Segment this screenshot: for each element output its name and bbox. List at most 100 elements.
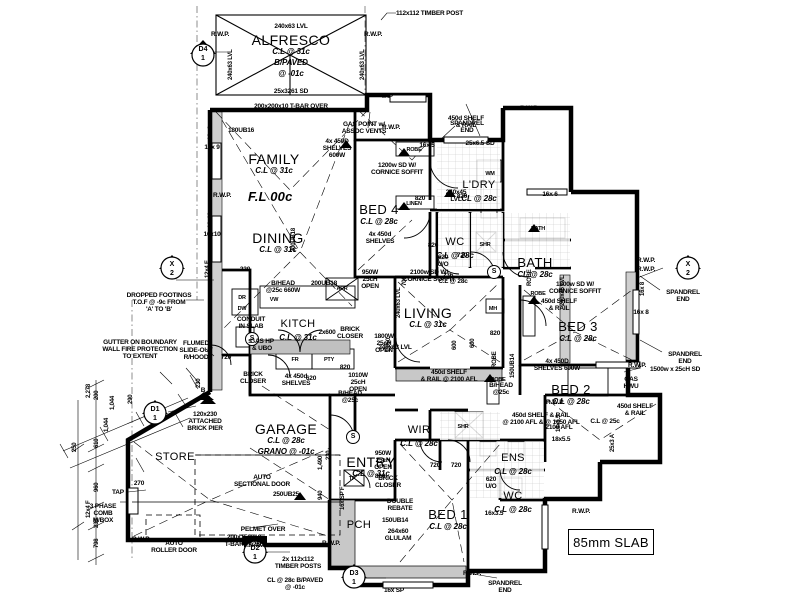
annotation-16x-5-26: 16x 5 bbox=[419, 142, 435, 149]
fixture-label-shr-11: SHR bbox=[457, 424, 469, 430]
annotation-pelmet-over-64: PELMET OVER bbox=[240, 526, 286, 533]
annotation-4x-450d-shelves-22: 4x 450d SHELVES bbox=[365, 231, 395, 245]
smoke-alarm-symbols bbox=[245, 265, 501, 444]
annotation-flumed-slide-out-r-hood-57: FLUMED SLIDE-OUT R/HOOD bbox=[179, 340, 213, 361]
dimension-text-0: 200 bbox=[94, 390, 100, 400]
annotation-2x-112x112-timber-posts-65: 2x 112x112 TIMBER POSTS bbox=[274, 556, 322, 570]
annotation-r-w-p-13: R.W.P. bbox=[628, 362, 647, 369]
ceiling-note-bath: CL @ 28c bbox=[517, 270, 553, 279]
annotation-200x150x10-t-bar-25c-63: 200x150x10 T-BAR @ 25c bbox=[224, 534, 264, 548]
fixture-label-shr-12: SHR bbox=[479, 242, 491, 248]
dimension-text-6: 1,044 bbox=[110, 395, 116, 410]
annotation-450d-shelf-rail-38: 450d SHELF & RAIL bbox=[617, 403, 653, 417]
annotation-c-l-25c-39: C.L @ 25c bbox=[590, 418, 620, 425]
annotation-820-85: 820 bbox=[456, 193, 468, 200]
annotation-450d-shelf-rail-32: 450d SHELF & RAIL bbox=[541, 298, 577, 312]
room-label-bed-2: BED 2 bbox=[551, 382, 591, 397]
vertical-note-8: ROBE bbox=[492, 351, 498, 368]
annotation-1010w-25ch-open-48: 1010W 25cH OPEN bbox=[348, 372, 368, 393]
annotation-112x112-timber-post-0: 112x112 TIMBER POST bbox=[396, 10, 464, 17]
annotation-1200w-sd-w-cornice-soffit-21: 1200w SD W/ CORNICE SOFFIT bbox=[370, 162, 424, 176]
annotation-180ub16-75: 180UB16 bbox=[227, 127, 255, 134]
annotation-2x600-96: 2x600 bbox=[318, 329, 336, 336]
vertical-note-5: 240x63 LVL bbox=[396, 287, 402, 318]
annotation-1500w-x-25ch-sd-35: 1500w x 25cH SD bbox=[650, 366, 701, 373]
room-label-wc-2: WC bbox=[503, 490, 523, 502]
annotation-264x60-glulam-70: 264x60 GLULAM bbox=[384, 528, 412, 542]
vertical-note-11: 600 bbox=[470, 338, 476, 348]
wet-area-tiling bbox=[437, 143, 570, 498]
annotation-r-w-p-12: R.W.P. bbox=[637, 266, 656, 273]
annotation-gutter-on-boundary-wall-fire-prote-56: GUTTER ON BOUNDARY WALL FIRE PROTECTION … bbox=[102, 339, 178, 360]
vertical-note-6: 16x 8 bbox=[640, 281, 646, 296]
dimension-text-12: 12x4 F bbox=[86, 500, 92, 518]
annotation-b-head-25c-44: B/HEAD @25c bbox=[489, 382, 513, 396]
annotation-gas-hwu-36: GAS HWU bbox=[623, 376, 639, 390]
vertical-note-7: ROBE bbox=[527, 269, 533, 286]
annotation-2100-afl-100: 2100 AFL bbox=[545, 424, 573, 431]
room-label-living: LIVING bbox=[403, 305, 453, 321]
annotation-r-w-p-7: R.W.P. bbox=[364, 31, 383, 38]
fixture-label-s-14: S bbox=[248, 339, 252, 345]
annotation-720-89: 720 bbox=[220, 354, 232, 361]
annotation-16x-8-78: 16x 8 bbox=[633, 309, 649, 316]
annotation-1800w-25ch-open-42: 1800W 25cH OPEN bbox=[374, 333, 394, 354]
ceiling-note-bed-4: C.L @ 28c bbox=[360, 217, 398, 226]
ceiling-note-alfresco: C.L @ 31c bbox=[272, 47, 310, 56]
annotation-gas-point-w-assoc-vents-4: GAS POINT w/ ASSOC VENTS bbox=[341, 121, 387, 135]
vertical-note-4: 240x45 LVL bbox=[560, 275, 566, 306]
annotation-450d-shelf-rail-23: 450d SHELF & RAIL bbox=[448, 115, 484, 129]
annotation-tap-5: TAP bbox=[381, 93, 393, 100]
ceiling-note-family: C.L @ 31c bbox=[255, 166, 293, 175]
vertical-note-1: 240x63 LVL bbox=[360, 49, 366, 80]
ceiling-note-living: C.L @ 31c bbox=[409, 320, 447, 329]
vertical-note-15: 230 bbox=[326, 450, 332, 460]
fixture-label-dr-8: DR bbox=[238, 295, 246, 301]
room-label-entry: ENTRY bbox=[346, 454, 396, 470]
ceiling-note-bed-1: C.L @ 28c bbox=[429, 522, 467, 531]
ceiling-note-wir: C.L @ 28c bbox=[400, 439, 438, 448]
annotation-200x200x10-t-bar-over-3: 200x200x10 T-BAR OVER bbox=[254, 103, 328, 110]
annotation-2100w-sd-w-cornice-soffit-29: 2100w SD W/ CORNICE SOFFIT bbox=[402, 269, 456, 283]
annotation-450d-shelf-rail-2100-afl-41: 450d SHELF & RAIL @ 2100 AFL bbox=[420, 369, 478, 383]
fixture-label-robe-4: ROBE bbox=[490, 377, 506, 383]
annotation-b-head-25c-45: B/HEAD @25c bbox=[338, 390, 362, 404]
annotation-r-w-p-11: R.W.P. bbox=[637, 257, 656, 264]
annotation-16x-6-28: 16x 6 bbox=[542, 191, 558, 198]
annotation-4x-450d-shelves-600w-20: 4x 450D SHELVES 600W bbox=[322, 138, 352, 159]
vertical-note-10: 600 bbox=[452, 340, 458, 350]
room-label-l-dry: L'DRY bbox=[462, 179, 496, 191]
annotation-auto-sectional-door-62: AUTO SECTIONAL DOOR bbox=[234, 474, 290, 488]
annotation-820-88: 820 bbox=[489, 330, 501, 337]
annotation-240x63-lvl-1: 240x63 LVL bbox=[274, 23, 308, 30]
fixture-label-tf-13: TF bbox=[348, 476, 356, 482]
vertical-note-2: 200UB18 bbox=[291, 228, 297, 252]
room-label-wir: WIR bbox=[407, 424, 431, 436]
ceiling-note-l-dry: CL @ 28c bbox=[461, 194, 497, 203]
annotation-r-w-p-16: R.W.P. bbox=[463, 570, 482, 577]
fixture-label-vw-16: VW bbox=[269, 297, 279, 303]
ceiling-note-wc-2: C.L @ 28c bbox=[494, 505, 532, 514]
annotation-16x-sp-72: 16x SP bbox=[383, 587, 405, 594]
annotation-b-head-25c-660w-46: B/HEAD @25c 660W bbox=[265, 280, 301, 294]
annotation-double-rebate-67: DOUBLE REBATE bbox=[386, 498, 414, 512]
room-label-dining: DINING bbox=[252, 230, 304, 246]
annotation-120x230-attached-brick-pier-58: 120x230 ATTACHED BRICK PIER bbox=[187, 411, 223, 432]
annotation-150ub14-69: 150UB14 bbox=[381, 517, 409, 524]
dimension-text-9: 250 bbox=[72, 442, 78, 452]
ceiling-note-bed-3: C.L @ 28c bbox=[559, 334, 597, 343]
annotation-25x3261-sd-2: 25x3261 SD bbox=[273, 88, 309, 95]
annotation-r-w-p-10: R.W.P. bbox=[520, 105, 539, 112]
vertical-note-17: 940 bbox=[318, 490, 324, 500]
room-label-wc: WC bbox=[445, 236, 465, 248]
annotation-tap-60: TAP bbox=[112, 489, 124, 496]
annotation-720-90: 720 bbox=[429, 462, 441, 469]
annotation-270-82: 270 bbox=[133, 480, 145, 487]
annotation-820-92: 820 bbox=[374, 473, 386, 480]
vertical-note-3: 150UB14 bbox=[510, 354, 516, 378]
room-note1-alfresco: B/PAVED bbox=[274, 58, 308, 67]
